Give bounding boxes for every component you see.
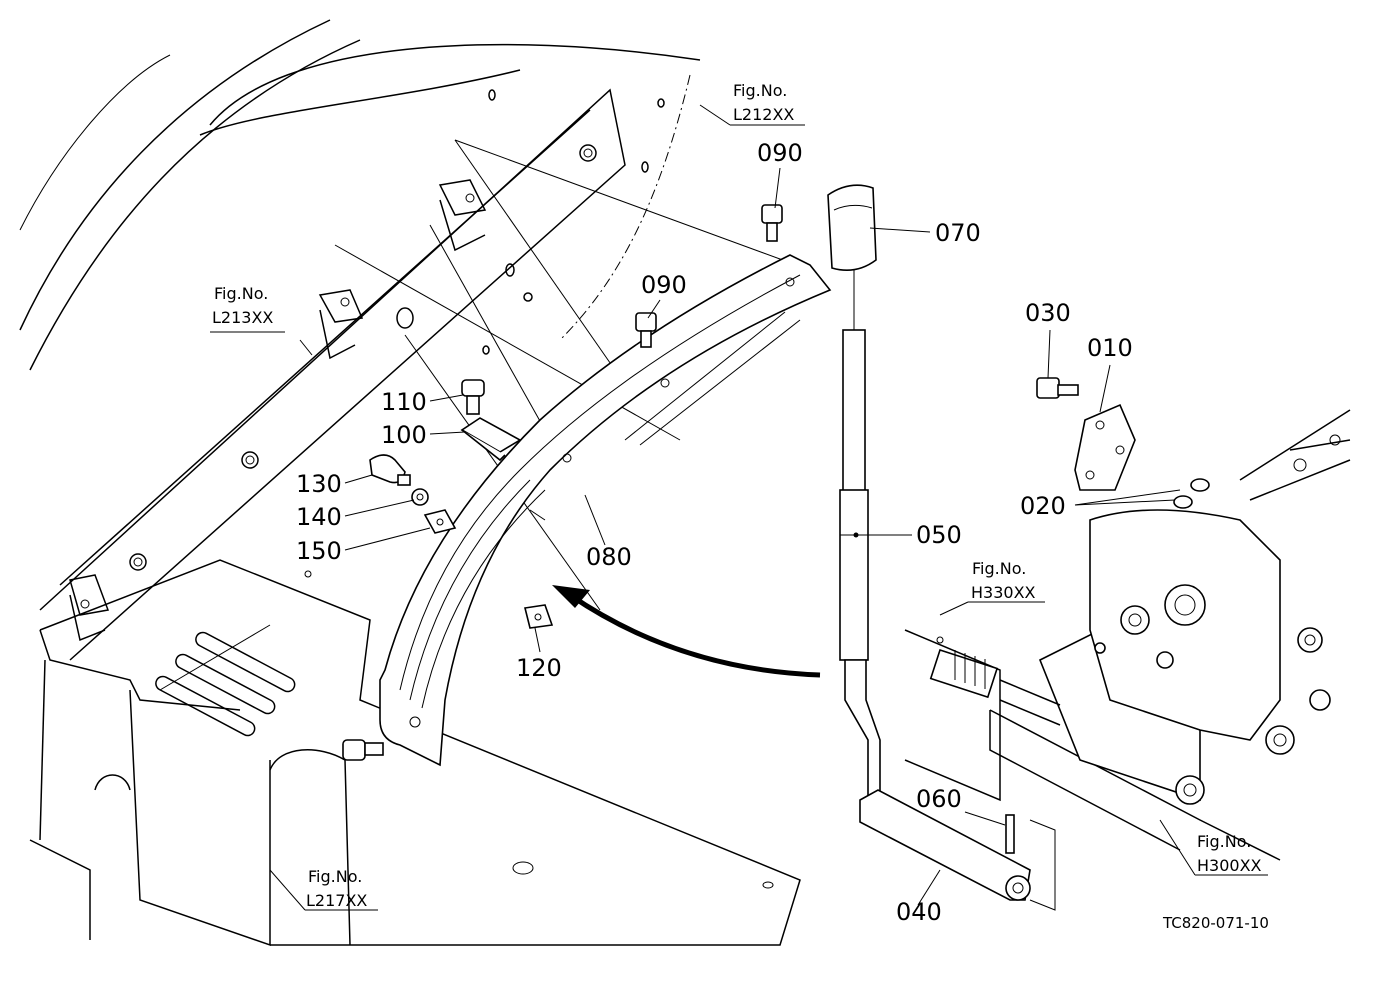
bolt-090-top	[761, 204, 783, 242]
clip-100	[460, 417, 522, 462]
label-030: 030	[1025, 299, 1071, 327]
fender-structure	[19, 19, 811, 947]
label-060: 060	[916, 785, 962, 813]
hydraulic-assembly	[904, 409, 1351, 861]
label-050: 050	[916, 521, 962, 549]
label-150: 150	[296, 537, 342, 565]
ref-l212-code: L212XX	[733, 105, 794, 124]
ref-h300-code: H300XX	[1197, 856, 1262, 875]
label-020: 020	[1020, 492, 1066, 520]
lever-rod	[839, 270, 881, 821]
drawing-code: TC820-071-10	[1162, 914, 1269, 932]
knob-130	[369, 454, 411, 486]
lever-guide	[379, 254, 832, 767]
leader-lines	[159, 104, 1268, 911]
label-140: 140	[296, 503, 342, 531]
nut-120	[524, 604, 554, 629]
label-090-mid: 090	[641, 271, 687, 299]
ref-l213-prefix: Fig.No.	[214, 284, 268, 303]
washer-140	[411, 488, 429, 506]
lever-arm-040	[859, 789, 1056, 911]
figure-references: Fig.No. L212XX Fig.No. L213XX Fig.No. H3…	[212, 81, 1262, 910]
label-010: 010	[1087, 334, 1133, 362]
ref-h300-prefix: Fig.No.	[1197, 832, 1251, 851]
label-070: 070	[935, 219, 981, 247]
ref-l213-code: L213XX	[212, 308, 273, 327]
assembly-arrow	[552, 585, 821, 678]
o-rings-020	[1173, 478, 1210, 509]
nut-150	[423, 509, 457, 534]
bolt-090-mid	[635, 312, 657, 348]
ref-h330-code: H330XX	[971, 583, 1036, 602]
ref-l212-prefix: Fig.No.	[733, 81, 787, 100]
label-110: 110	[381, 388, 427, 416]
label-090-top: 090	[757, 139, 803, 167]
label-100: 100	[381, 421, 427, 449]
knob-110	[461, 379, 485, 415]
ref-l217-prefix: Fig.No.	[308, 867, 362, 886]
ref-h330-prefix: Fig.No.	[972, 559, 1026, 578]
bolt-030	[1036, 377, 1079, 399]
lever-knob-070	[827, 184, 877, 271]
label-120: 120	[516, 654, 562, 682]
label-080: 080	[586, 543, 632, 571]
bolt-lower	[342, 739, 384, 761]
cover-plate-010	[1074, 403, 1136, 491]
part-labels: 010 020 030 040 050 060 070 080 090 090 …	[296, 139, 1133, 926]
label-130: 130	[296, 470, 342, 498]
pin-060	[1005, 814, 1015, 854]
ref-l217-code: L217XX	[306, 891, 367, 910]
label-040: 040	[896, 898, 942, 926]
